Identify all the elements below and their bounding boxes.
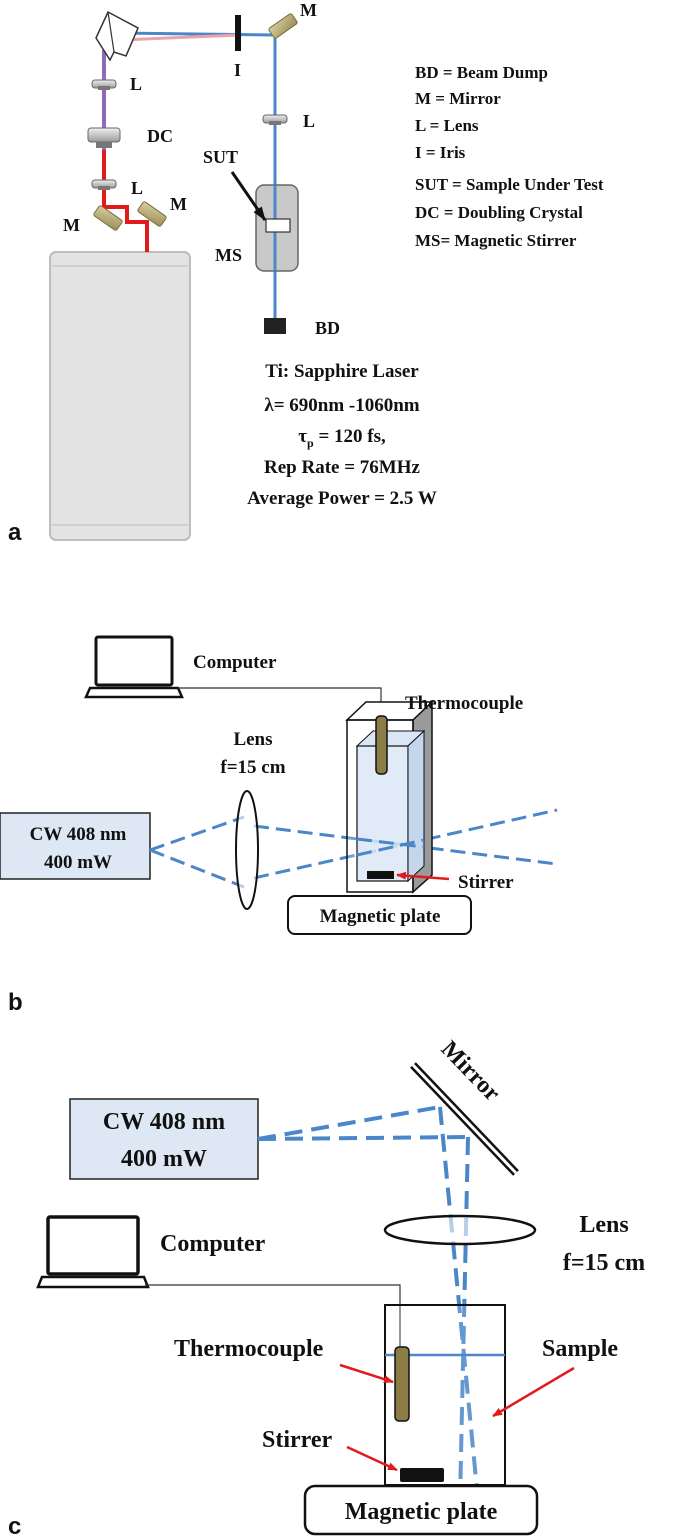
computer-icon: [36, 1215, 150, 1289]
blue-beam-top: [119, 31, 276, 37]
laser-pulse-width: τp = 120 fs,: [298, 426, 386, 450]
laser-name: Ti: Sapphire Laser: [265, 361, 419, 382]
lens-top-left: [91, 79, 117, 90]
label-lens-top: L: [130, 74, 142, 94]
label-lens: Lens: [579, 1212, 628, 1238]
laser-line-2: 400 mW: [44, 852, 112, 873]
label-doubling-crystal: DC: [147, 126, 173, 146]
laser-rep-rate: Rep Rate = 76MHz: [264, 457, 420, 478]
stirrer-arrow: [346, 1445, 398, 1472]
beam-dashed: [149, 848, 245, 889]
stirrer-bar: [400, 1468, 444, 1482]
mirror-lower-left: [93, 205, 123, 231]
panel-c: CW 408 nm 400 mW Mirror Lens f=15 cm Com…: [8, 1036, 645, 1538]
sut-arrow: [230, 171, 267, 221]
magnetic-plate: [287, 895, 472, 935]
panel-label-b: b: [8, 989, 23, 1016]
laser-wavelength: λ= 690nm -1060nm: [264, 395, 419, 416]
label-stirrer: Stirrer: [458, 872, 514, 893]
stirrer-bar: [367, 871, 394, 879]
doubling-crystal: [87, 127, 121, 148]
label-sample: Sample: [542, 1336, 618, 1362]
thermocouple: [394, 1346, 410, 1422]
magnetic-plate: [303, 1484, 539, 1536]
laser-line-1: CW 408 nm: [30, 824, 127, 845]
mirror-top-right: [268, 13, 298, 39]
lens: [235, 790, 259, 910]
label-computer: Computer: [193, 652, 277, 673]
laser-specs: Ti: Sapphire Laser λ= 690nm -1060nm τp =…: [247, 361, 437, 509]
beam-dashed: [253, 824, 558, 866]
label-lens-right: L: [303, 111, 315, 131]
thermocouple-wire: [178, 687, 382, 716]
label-thermocouple: Thermocouple: [174, 1336, 324, 1362]
label-stirrer: Stirrer: [262, 1427, 333, 1453]
label-lens-focal: f=15 cm: [220, 757, 285, 778]
pink-beam-top: [121, 33, 239, 42]
laser-line-1: CW 408 nm: [103, 1109, 225, 1135]
legend-item: M = Mirror: [415, 89, 501, 108]
label-computer: Computer: [160, 1231, 266, 1257]
label-magnetic-plate: Magnetic plate: [345, 1499, 498, 1525]
label-mirror-top: M: [300, 0, 317, 20]
beam-dashed: [149, 815, 245, 852]
lens-lower-left: [91, 179, 117, 190]
label-beam-dump: BD: [315, 318, 340, 338]
cw-laser-box: [69, 1098, 259, 1180]
panel-b: Computer CW 408 nm 400 mW Lens f=15 cm: [0, 635, 558, 1016]
cw-laser-box: [0, 812, 151, 880]
thermocouple-arrow: [339, 1363, 394, 1384]
mirror-lower-right: [137, 201, 167, 227]
beam-dashed: [257, 1105, 441, 1141]
red-beam: [102, 150, 149, 252]
label-sut: SUT: [203, 147, 238, 167]
sample-arrow: [492, 1366, 575, 1418]
legend-item: MS= Magnetic Stirrer: [415, 231, 577, 250]
label-magnetic-plate: Magnetic plate: [320, 906, 441, 927]
legend-item: SUT = Sample Under Test: [415, 175, 604, 194]
legend-item: L = Lens: [415, 116, 479, 135]
legend: BD = Beam Dump M = Mirror L = Lens I = I…: [415, 63, 604, 250]
iris: [235, 15, 241, 51]
panel-label-c: c: [8, 1513, 21, 1538]
ti-sapphire-laser-body: [49, 251, 191, 541]
laser-line-2: 400 mW: [121, 1146, 207, 1172]
panel-a: M I L L DC SUT L M M MS BD BD = Beam Dum…: [8, 0, 604, 546]
label-lens-focal: f=15 cm: [563, 1250, 645, 1276]
legend-item: I = Iris: [415, 143, 466, 162]
beam-dump: [264, 318, 286, 334]
label-thermocouple: Thermocouple: [405, 693, 523, 714]
computer-icon: [84, 635, 184, 699]
lens-right: [262, 114, 288, 125]
legend-item: DC = Doubling Crystal: [415, 203, 583, 222]
label-magnetic-stirrer: MS: [215, 245, 242, 265]
laser-power: Average Power = 2.5 W: [247, 488, 437, 509]
beam-dashed: [438, 1106, 480, 1501]
label-lens: Lens: [233, 729, 272, 750]
label-lens-lower: L: [131, 178, 143, 198]
panel-label-a: a: [8, 519, 22, 546]
lens: [383, 1214, 537, 1246]
sample-under-test: [265, 218, 291, 233]
beam-dashed: [257, 1135, 469, 1141]
sample-container: [345, 700, 434, 894]
beam-dashed: [458, 1136, 470, 1501]
label-mirror-right: M: [170, 194, 187, 214]
label-mirror-left: M: [63, 215, 80, 235]
stirrer-arrow: [396, 871, 450, 881]
label-iris: I: [234, 60, 241, 80]
legend-item: BD = Beam Dump: [415, 63, 548, 82]
thermocouple: [375, 715, 388, 775]
